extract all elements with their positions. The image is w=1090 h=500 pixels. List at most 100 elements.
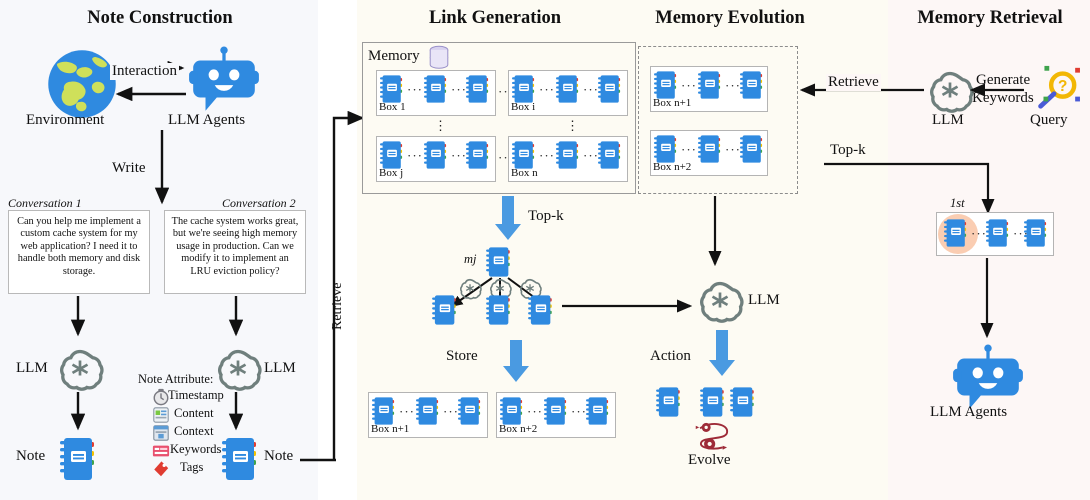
to-evolution-llm-arrow — [562, 299, 693, 313]
tags-icon — [154, 461, 169, 477]
note-dots: ··· — [399, 404, 415, 419]
note-right-icon — [222, 438, 256, 480]
store-box-n1-label: Box n+1 — [371, 423, 410, 435]
first-rank-label: 1st — [950, 196, 965, 210]
attribute-timestamp-label: Timestamp — [168, 388, 224, 402]
llm-agents-bot-icon — [189, 46, 259, 111]
memory-box-1-label: Box 1 — [379, 101, 406, 113]
conversation-1-box[interactable]: Can you help me implement a custom cache… — [8, 210, 150, 294]
note-icon — [432, 295, 456, 325]
database-icon — [429, 45, 449, 69]
note-icon — [372, 397, 395, 425]
panel-memory-evolution-title: Memory Evolution — [655, 8, 805, 28]
memory-label: Memory — [368, 48, 420, 64]
keywords-label: Keywords — [972, 90, 1034, 106]
note-dots: ··· — [407, 82, 423, 97]
evolution-down-arrow — [708, 196, 722, 267]
note-icon — [380, 141, 403, 169]
llm-evolution-label: LLM — [748, 292, 780, 308]
llm-retrieval-icon — [929, 71, 974, 113]
llm-left-icon — [59, 349, 104, 391]
note-icon — [528, 295, 552, 325]
llm-icon-branch-left — [459, 278, 482, 300]
note-attribute-title: Note Attribute: — [138, 372, 214, 386]
retrieve-label: Retrieve — [826, 74, 881, 91]
note-dots: ··· — [527, 404, 543, 419]
llm-agents-label: LLM Agents — [168, 112, 246, 128]
conv2-to-llm-arrow — [228, 296, 244, 337]
column-dots: ⋮ — [566, 118, 579, 133]
generate-keywords-arrow — [969, 83, 1024, 97]
note-icon — [512, 75, 535, 103]
evolve-label: Evolve — [688, 452, 731, 468]
note-icon — [512, 141, 535, 169]
conversation-1-title: Conversation 1 — [8, 196, 82, 210]
note-icon — [424, 141, 447, 169]
note-dots: ··· — [725, 142, 741, 157]
note-icon — [986, 219, 1009, 247]
store-arrow — [503, 340, 529, 382]
note-icon-mj — [486, 247, 510, 277]
action-label: Action — [650, 348, 691, 364]
memory-box-n-label: Box n — [511, 167, 538, 179]
note-dots: ··· — [539, 148, 555, 163]
conv1-to-llm-arrow — [70, 296, 86, 337]
panel-note-construction-title: Note Construction — [87, 8, 233, 28]
memory-box-i-label: Box i — [511, 101, 536, 113]
topk-retrieval-label: Top-k — [830, 142, 866, 158]
note-dots: ··· — [1013, 226, 1029, 241]
content-icon — [153, 407, 169, 423]
note-icon — [416, 397, 439, 425]
note-icon — [698, 135, 721, 163]
environment-label: Environment — [26, 112, 105, 128]
note-dots: ··· — [971, 226, 987, 241]
note-icon — [424, 75, 447, 103]
store-box-n2-label: Box n+2 — [499, 423, 538, 435]
note-icon — [556, 75, 579, 103]
column-dots: ⋮ — [434, 118, 447, 133]
llm-right-icon — [217, 349, 262, 391]
conversation-2-box[interactable]: The cache system works great, but we're … — [164, 210, 306, 294]
retrieval-to-agents-arrow — [980, 258, 994, 339]
note-left-icon — [60, 438, 94, 480]
llm-agents-bot-icon-retrieval — [953, 344, 1023, 409]
note-right-label: Note — [264, 448, 294, 464]
note-icon — [598, 141, 621, 169]
write-arrow — [154, 130, 170, 205]
attribute-keywords-label: Keywords — [170, 442, 222, 456]
interaction-label: Interaction — [110, 63, 179, 80]
llm-left-to-note-arrow — [70, 392, 86, 431]
note-dots: ··· — [583, 82, 599, 97]
attribute-tags-label: Tags — [180, 460, 204, 474]
panel-link-generation-title: Link Generation — [428, 8, 562, 28]
keywords-icon — [152, 445, 170, 457]
memory-box-j-label: Box j — [379, 167, 404, 179]
note-icon — [698, 71, 721, 99]
note-icon — [458, 397, 481, 425]
llm-evolution-icon — [699, 281, 744, 323]
note-icon — [656, 387, 680, 417]
note-icon — [944, 219, 967, 247]
action-arrow — [709, 330, 735, 376]
llm-retrieval-label: LLM — [932, 112, 964, 128]
note-dots: ··· — [407, 148, 423, 163]
evolution-box-n1-label: Box n+1 — [653, 97, 692, 109]
topk-label: Top-k — [528, 208, 564, 224]
note-icon — [700, 387, 724, 417]
note-icon — [654, 135, 677, 163]
llm-agents-retrieval-label: LLM Agents — [930, 404, 1008, 420]
llm-right-to-note-arrow — [228, 392, 244, 431]
attribute-context-label: Context — [174, 424, 214, 438]
note-dots: ··· — [443, 404, 459, 419]
note-icon — [486, 295, 510, 325]
note-icon — [466, 75, 489, 103]
note-icon — [500, 397, 523, 425]
note-dots: ··· — [725, 78, 741, 93]
note-icon — [654, 71, 677, 99]
query-icon — [1028, 64, 1082, 112]
note-dots: ··· — [451, 148, 467, 163]
note-icon — [598, 75, 621, 103]
query-label: Query — [1030, 112, 1068, 128]
context-icon — [153, 425, 169, 441]
note-icon — [730, 387, 754, 417]
